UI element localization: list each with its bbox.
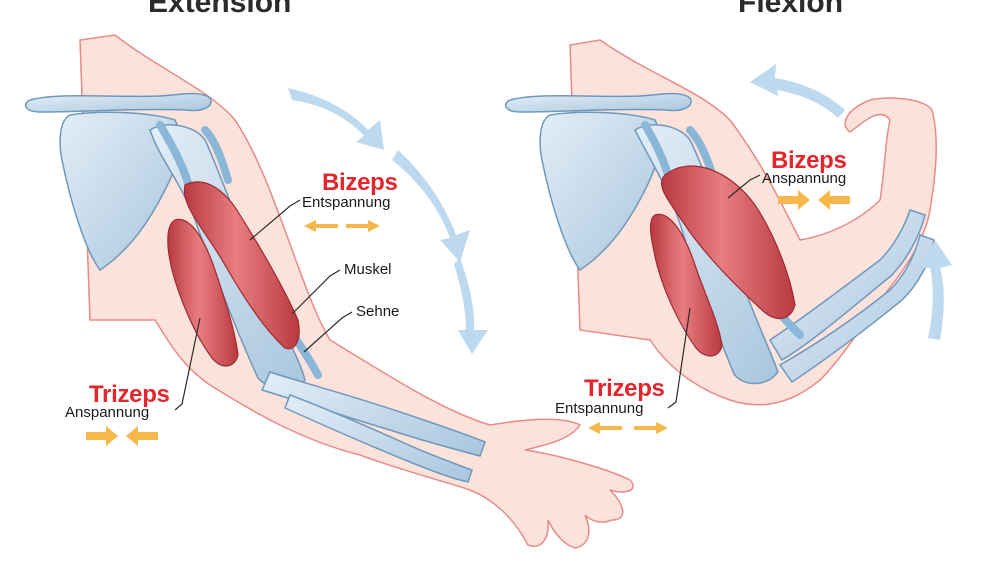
right-ulna bbox=[778, 234, 935, 384]
right-biceps-label: Bizeps bbox=[771, 147, 847, 174]
leader-lines bbox=[174, 174, 761, 411]
left-triceps-muscle bbox=[167, 218, 239, 367]
left-biceps-label: Bizeps bbox=[322, 169, 398, 196]
right-biceps-leader bbox=[727, 174, 761, 199]
right-triceps-leader bbox=[667, 307, 691, 409]
right-triceps-state: Entspannung bbox=[555, 400, 644, 417]
left-biceps-muscle bbox=[183, 181, 300, 350]
left-triceps-state: Anspannung bbox=[65, 404, 150, 421]
left-biceps-relax-arrows bbox=[304, 220, 380, 232]
left-triceps-leader bbox=[174, 317, 201, 411]
left-biceps-leader bbox=[249, 199, 301, 241]
left-arm bbox=[24, 34, 634, 549]
right-scapula bbox=[539, 111, 661, 272]
title-right: Flexion bbox=[738, 0, 844, 19]
right-radius bbox=[768, 209, 926, 362]
right-biceps-state: Anspannung bbox=[762, 170, 847, 187]
title-left: Extension bbox=[148, 0, 292, 19]
left-ulna bbox=[284, 394, 473, 483]
orange-arrows bbox=[86, 190, 850, 446]
left-clavicle bbox=[24, 92, 212, 113]
left-triceps-label: Trizeps bbox=[89, 381, 170, 408]
left-muscle-label: Muskel bbox=[344, 261, 392, 278]
right-motion-arrow bbox=[750, 64, 952, 340]
right-triceps-label: Trizeps bbox=[584, 375, 665, 402]
left-motion-arrow bbox=[288, 88, 488, 354]
left-tendon-leader bbox=[303, 311, 353, 353]
left-biceps-state: Entspannung bbox=[302, 194, 391, 211]
left-triceps-contract-arrows bbox=[86, 426, 158, 446]
right-triceps-muscle bbox=[649, 213, 723, 357]
right-clavicle bbox=[504, 92, 692, 113]
left-scapula bbox=[59, 111, 181, 272]
right-arm bbox=[504, 39, 937, 406]
right-biceps-contract-arrows bbox=[778, 190, 850, 210]
left-muscle-leader bbox=[291, 269, 341, 315]
right-triceps-relax-arrows bbox=[588, 422, 668, 434]
left-tendon-label: Sehne bbox=[356, 303, 400, 320]
